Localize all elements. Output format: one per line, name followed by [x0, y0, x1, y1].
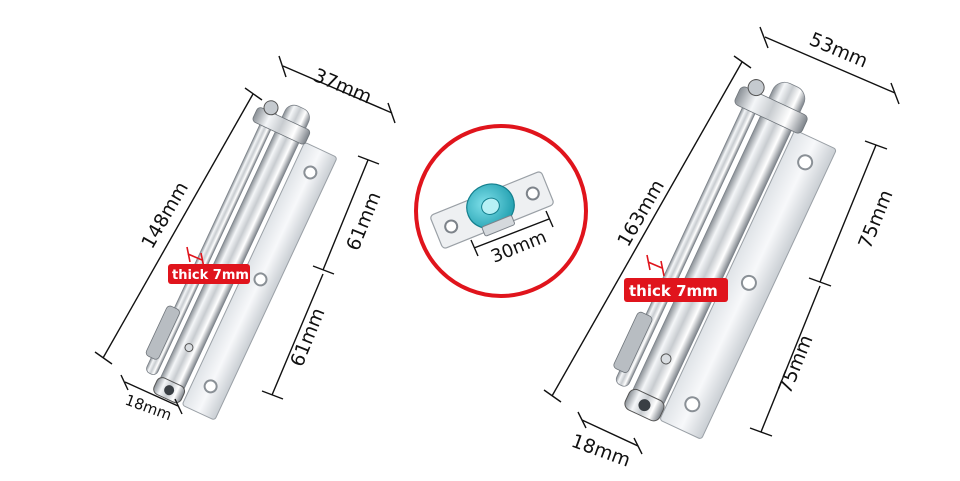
roller-bracket-hole	[525, 186, 540, 201]
right-dim-width	[759, 26, 900, 105]
right-hole-spacing-top-label: 75mm	[854, 187, 897, 252]
left-pin	[184, 343, 194, 353]
right-screw-hole	[797, 154, 814, 171]
right-screw-hole	[740, 274, 757, 291]
right-link-arm	[613, 311, 653, 373]
roller-dim-width	[470, 210, 554, 257]
left-dim-hole-top	[312, 155, 380, 275]
left-thickness-label: thick 7mm	[172, 268, 249, 283]
roller-axle-block	[481, 215, 515, 237]
right-base-width-label: 18mm	[568, 430, 633, 472]
left-hole-spacing-top-label: 61mm	[342, 189, 385, 254]
left-dim-hole-bottom	[261, 273, 324, 400]
right-dim-hole-top	[808, 140, 888, 287]
left-screw-hole	[253, 272, 268, 287]
left-screw-hole	[303, 165, 318, 180]
roller-detail-callout: 30mm	[414, 124, 588, 298]
right-dim-base	[577, 411, 643, 455]
left-link-arm	[145, 305, 180, 360]
left-screw-hole	[203, 379, 218, 394]
left-dim-base	[120, 374, 183, 415]
right-dim-hole-bottom	[749, 285, 821, 437]
right-dim-length	[543, 55, 752, 403]
right-width-label: 53mm	[806, 28, 871, 72]
right-pin	[660, 353, 672, 365]
right-thickness-tag	[624, 278, 728, 302]
left-door-closer: 37mm 148mm 61mm 61mm 18mm	[94, 55, 396, 424]
left-thickness-tag	[168, 264, 250, 284]
right-door-closer: 53mm 163mm 75mm 75mm 18mm	[543, 26, 900, 472]
right-top-bracket	[734, 86, 808, 134]
right-thickness-label: thick 7mm	[629, 282, 718, 300]
roller-wheel-core	[481, 197, 500, 215]
left-top-bracket	[252, 107, 311, 145]
left-dim-width	[278, 55, 396, 124]
right-adjust-screw-icon	[747, 79, 765, 97]
right-screw-hole	[684, 396, 701, 413]
roller-bracket-hole	[444, 219, 459, 234]
left-bottom-screw-icon	[164, 385, 175, 396]
right-hole-spacing-bottom-label: 75mm	[774, 332, 817, 397]
left-width-label: 37mm	[310, 64, 375, 108]
right-thickness-marker	[646, 254, 665, 277]
right-bottom-screw-icon	[638, 399, 651, 412]
left-adjust-screw-icon	[263, 100, 279, 116]
left-dim-length	[94, 87, 263, 365]
left-hole-spacing-bottom-label: 61mm	[286, 305, 329, 370]
